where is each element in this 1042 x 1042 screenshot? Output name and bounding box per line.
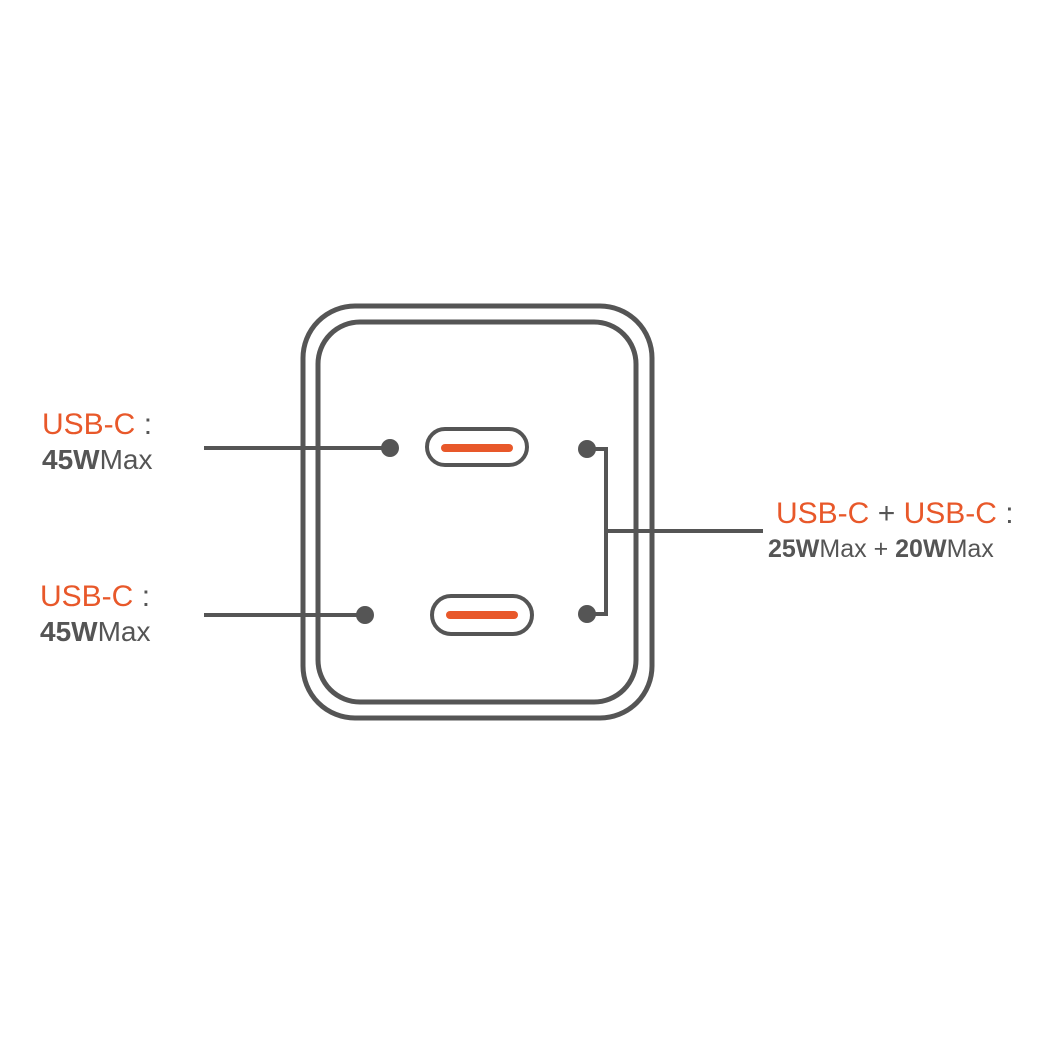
port-bottom-power: 45W — [40, 616, 98, 647]
combined-name-a: USB-C — [776, 497, 870, 530]
combined-name-b: USB-C — [903, 497, 997, 530]
combined-separator: : — [1005, 497, 1014, 530]
usb-c-port-top — [425, 427, 529, 467]
usb-c-port-bottom — [430, 594, 534, 636]
combined-plus-power: + — [873, 535, 889, 563]
port-top-unit: Max — [99, 444, 153, 475]
combined-unit-a: Max — [819, 535, 867, 563]
port-top-power: 45W — [42, 444, 100, 475]
port-top-name: USB-C — [42, 408, 136, 441]
combined-power-b: 20W — [895, 535, 947, 563]
combined-unit-b: Max — [946, 535, 994, 563]
label-combined: USB-C + USB-C : 25WMax + 20WMax — [768, 499, 1014, 562]
charger-inner-outline — [315, 319, 639, 705]
port-top-separator: : — [143, 408, 153, 441]
bracket-line-right — [587, 447, 763, 616]
charger-outer-outline — [300, 303, 655, 721]
leader-dot-top-left — [381, 439, 399, 457]
port-bottom-unit: Max — [97, 616, 151, 647]
port-bottom-separator: : — [141, 580, 151, 613]
leader-dot-bottom-left — [356, 606, 374, 624]
port-bottom-name: USB-C — [40, 580, 134, 613]
combined-power-a: 25W — [768, 535, 820, 563]
label-port-bottom: USB-C : 45WMax — [40, 582, 150, 646]
label-port-top: USB-C : 45WMax — [42, 410, 152, 474]
combined-plus: + — [877, 497, 896, 530]
